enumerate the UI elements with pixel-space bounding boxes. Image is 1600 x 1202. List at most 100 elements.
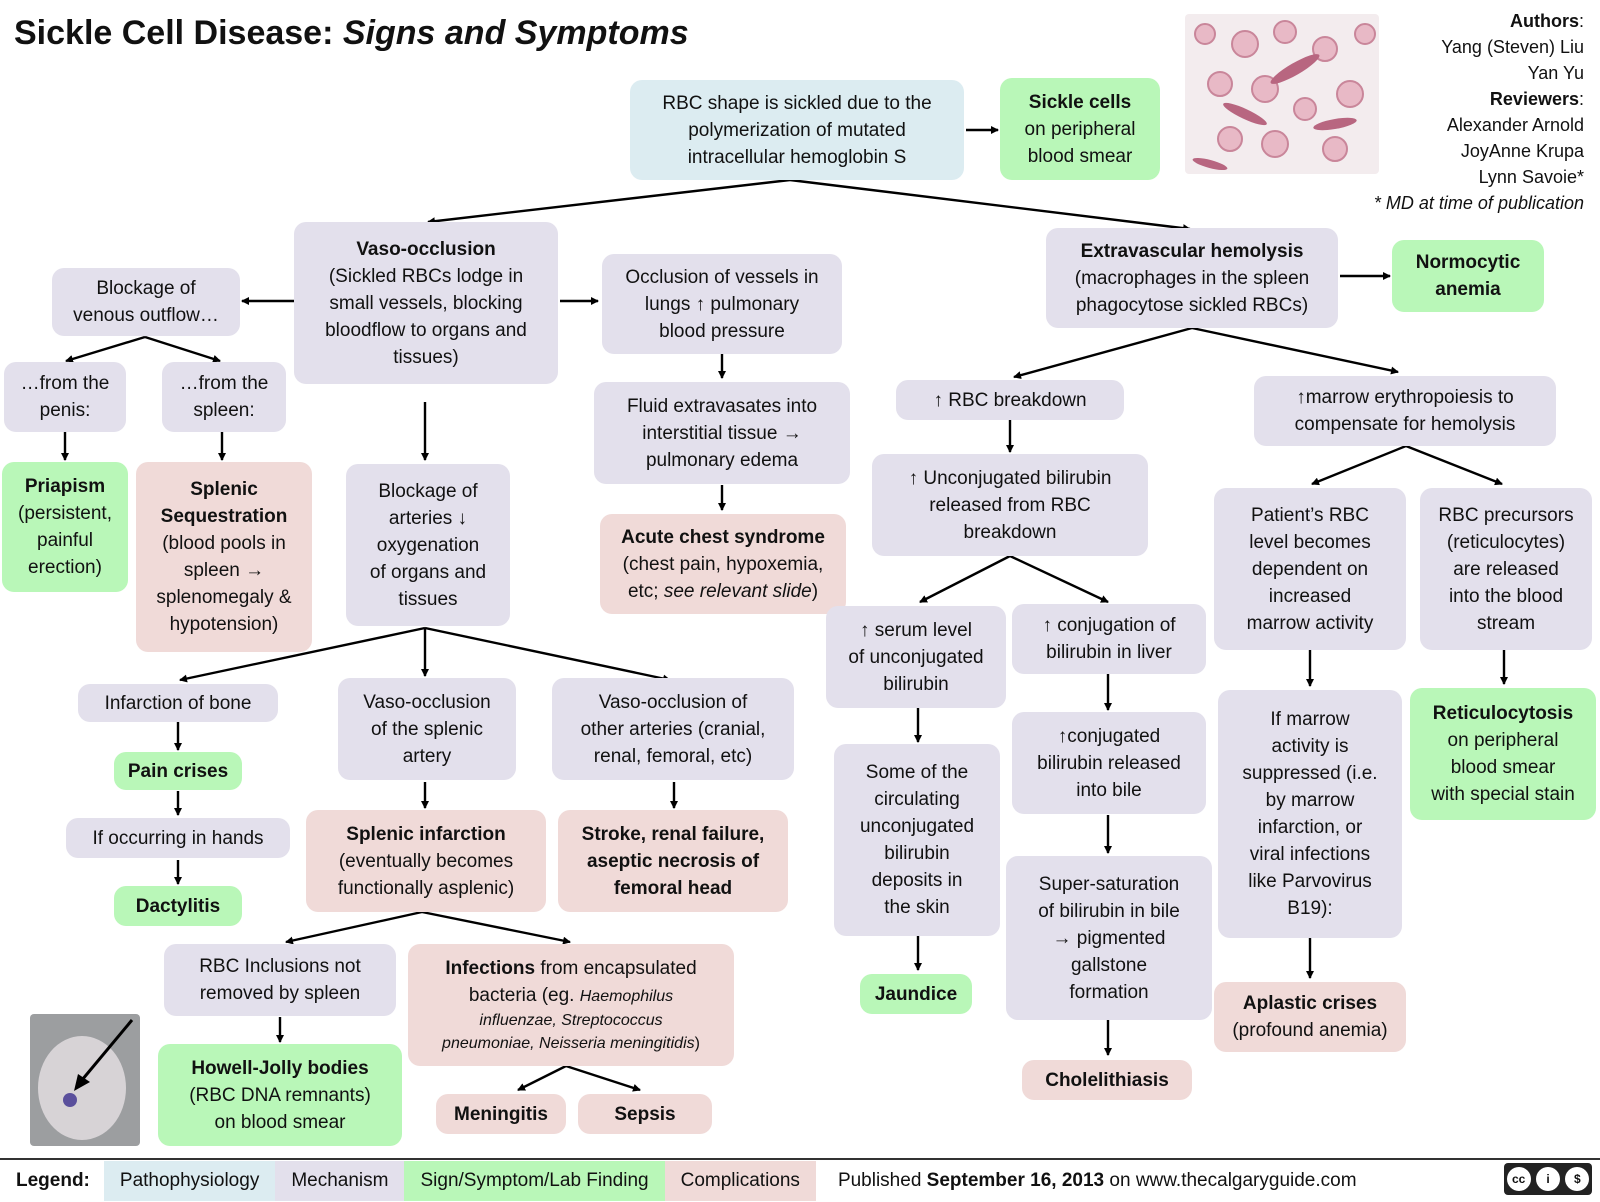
text-line: Super-saturation [1038,873,1180,895]
text-line: polymerization of mutated [688,119,906,141]
text-line: ↑marrow erythropoiesis to [1296,387,1514,408]
cholelithiasis-box: Cholelithiasis [1022,1060,1192,1100]
text-line: etc; see relevant slide) [628,578,818,605]
dactylitis-box: Dactylitis [114,886,242,926]
text-line: into bile [1076,779,1142,801]
text-line: are released [1453,558,1559,580]
acute-chest-syndrome-box: Acute chest syndrome (chest pain, hypoxe… [600,514,846,614]
text-line: blood smear [1027,145,1133,167]
sickle-cells-box: Sickle cells on peripheral blood smear [1000,78,1160,180]
text-line: functionally asplenic) [337,877,515,899]
super-saturation-box: Super-saturation of bilirubin in bile → … [1006,856,1212,1020]
text-span: from encapsulated [535,958,697,979]
legend-pathophysiology: Pathophysiology [103,1161,276,1201]
text-line: (profound anemia) [1232,1020,1388,1041]
text-span: Haemophilus [579,988,674,1005]
text-line: Some of the [865,762,969,783]
text-line: Vaso-occlusion [356,238,496,260]
text-span: ) [694,1035,700,1052]
text-line: on peripheral [1447,730,1559,751]
text-line: formation [1069,981,1149,1003]
text-line: small vessels, blocking [329,292,523,314]
md-note: * MD at time of publication [1373,193,1584,213]
text-line: aseptic necrosis of [586,850,760,872]
text-line: Normocytic [1415,252,1521,273]
text-line: (Sickled RBCs lodge in [328,265,524,287]
author: Yan Yu [1527,63,1584,83]
text-line: B19): [1287,898,1333,919]
blood-smear-image [1185,14,1379,174]
text-line: (persistent, [18,503,112,524]
if-occurring-hands-box: If occurring in hands [66,818,290,858]
text-line: lungs ↑ pulmonary [644,293,800,315]
legend-sign: Sign/Symptom/Lab Finding [404,1161,665,1201]
conjugation-liver-box: ↑ conjugation of bilirubin in liver [1012,604,1206,674]
cc-icon: cc [1506,1167,1531,1191]
sepsis-box: Sepsis [578,1094,712,1134]
text-line: bilirubin in liver [1046,642,1172,663]
text-line: increased [1268,585,1352,607]
author: Yang (Steven) Liu [1441,37,1584,57]
creative-commons-icon[interactable]: cc i $ [1504,1163,1592,1195]
infarction-bone-box: Infarction of bone [78,684,278,722]
legend-mechanism: Mechanism [275,1161,405,1201]
text-line: oxygenation [376,534,480,556]
text-line: renal, femoral, etc) [593,745,753,767]
text-line: If marrow [1270,709,1350,730]
conjugated-bilirubin-bile-box: ↑conjugated bilirubin released into bile [1012,712,1206,814]
text-line: ↑ Unconjugated bilirubin [908,467,1112,489]
text-line: Blockage of [96,278,196,299]
rbc-dependent-box: Patient’s RBC level becomes dependent on… [1214,488,1406,650]
reviewer: JoyAnne Krupa [1460,141,1584,161]
text-line: influenzae, Streptococcus [479,1012,663,1029]
page-title: Sickle Cell Disease: Signs and Symptoms [14,14,689,53]
text-line: bacteria (eg. Haemophilus [469,982,673,1009]
infections-label: Infections [445,958,536,979]
from-spleen-box: …from the spleen: [162,362,286,432]
text-line: compensate for hemolysis [1294,414,1516,435]
extravascular-hemolysis-box: Extravascular hemolysis (macrophages in … [1046,228,1338,328]
meningitis-box: Meningitis [436,1094,566,1134]
text-line: deposits in [871,870,963,891]
text-line: Meningitis [454,1103,548,1125]
text-line: ↑ conjugation of [1042,615,1176,636]
legend-label: Legend: [16,1170,90,1191]
text-line: bilirubin released [1037,752,1181,774]
text-line: painful [37,530,93,551]
blockage-venous-box: Blockage of venous outflow… [52,268,240,336]
text-line: dependent on [1251,558,1369,580]
text-line: ↑ serum level [860,619,972,641]
text-line: erection) [28,557,102,578]
rbc-inclusions-box: RBC Inclusions not removed by spleen [164,944,396,1016]
text-line: blood smear [1450,757,1556,778]
text-line: artery [402,745,452,767]
text-line: stream [1476,612,1536,634]
text-line: (RBC DNA remnants) [189,1084,371,1106]
infections-box: Infections from encapsulated bacteria (e… [408,944,734,1066]
text-line: phagocytose sickled RBCs) [1075,294,1309,316]
legend-complications: Complications [664,1161,816,1201]
text-line: anemia [1435,279,1501,300]
text-line: Acute chest syndrome [621,526,825,548]
howell-jolly-image [30,1014,140,1146]
text-line: Jaundice [874,983,958,1005]
relevant-slide-ref: see relevant slide [663,580,812,602]
text-line: of bilirubin in bile [1038,900,1180,922]
text-line: infarction, or [1257,817,1363,838]
text-line: other arteries (cranial, [580,718,766,740]
text-span: bacteria (eg. [468,985,580,1006]
text-line: …from the [20,373,110,394]
text-line: suppressed (i.e. [1242,763,1378,784]
reviewer: Alexander Arnold [1446,115,1584,135]
text-line: marrow activity [1246,612,1374,634]
text-line: (reticulocytes) [1446,531,1566,553]
bilirubin-deposits-box: Some of the circulating unconjugated bil… [834,744,1000,936]
text-line: (blood pools in [162,533,286,554]
text-line: Cholelithiasis [1045,1069,1169,1091]
text-line: released from RBC [929,494,1091,516]
text-line: on blood smear [214,1111,346,1133]
text-line: interstitial tissue → [642,422,802,444]
website-link[interactable]: on www.thecalgaryguide.com [1104,1170,1357,1191]
text-line: pulmonary edema [645,449,799,471]
text-line: Infarction of bone [104,692,252,714]
